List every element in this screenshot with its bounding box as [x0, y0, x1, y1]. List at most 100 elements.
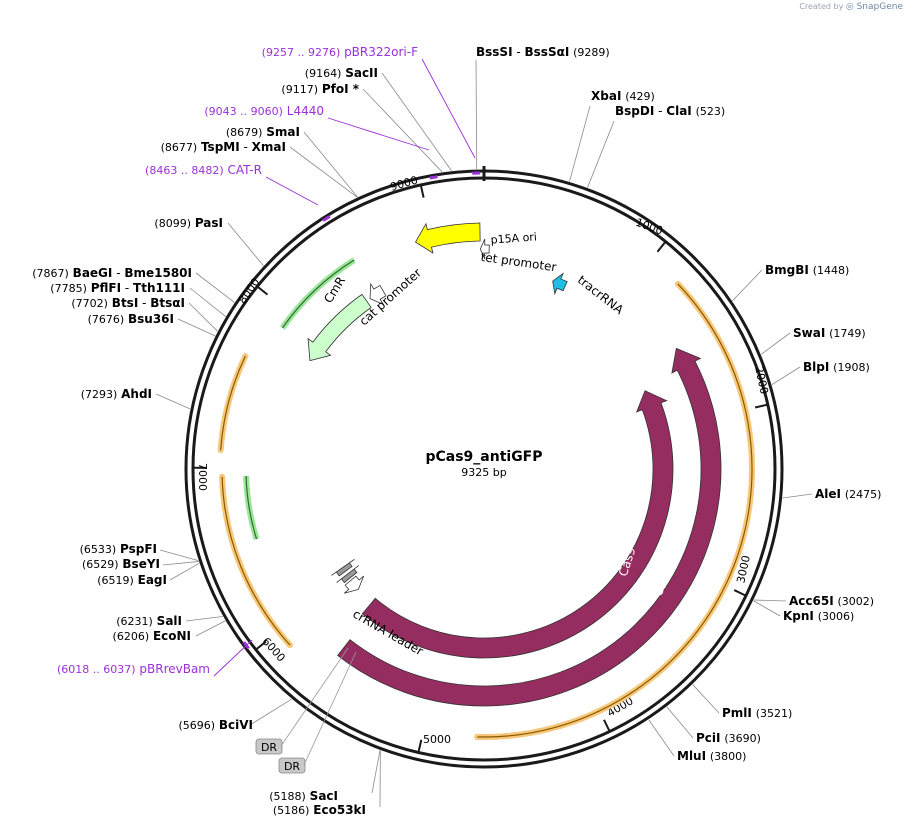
- enzyme-pos-mlui: (3800): [710, 750, 747, 763]
- enzyme-name-bcivi: BciVI: [219, 718, 253, 732]
- leader-sali: [185, 616, 223, 622]
- enzyme-name-pasi: PasI: [195, 216, 223, 230]
- enzyme-label-acc65i: Acc65I (3002): [789, 594, 874, 608]
- enzyme-pos-bmgbi: (1448): [813, 264, 850, 277]
- enzyme-pos-xbai: (429): [625, 90, 655, 103]
- features-layer: [217, 171, 755, 740]
- dr-rect-2: [331, 559, 355, 577]
- enzyme-pos-pasi: (8099): [154, 217, 191, 230]
- primer-label-pbrrevbam: (6018 .. 6037) pBRrevBam: [57, 662, 210, 676]
- enzyme-name-bspdi: BspDI: [615, 104, 654, 118]
- orange-arc-left-upper: [217, 353, 249, 454]
- tick-label-5000: 5000: [423, 733, 451, 746]
- leader-bseyi: [162, 561, 199, 566]
- leader-pfoi: [362, 88, 443, 173]
- enzyme-name-btsi: BtsI: [112, 296, 139, 310]
- primer-name-pbrrevbam: pBRrevBam: [139, 662, 210, 676]
- credit-prefix: Created by: [799, 2, 844, 11]
- enzyme-label-kpni: KpnI (3006): [783, 609, 854, 623]
- enzyme-pos-acc65i: (3002): [838, 595, 875, 608]
- enzyme-name-pmli: PmlI: [722, 706, 752, 720]
- primer-range-pbrrevbam: (6018 .. 6037): [57, 663, 136, 676]
- enzyme-name-bsu36i: Bsu36I: [128, 312, 174, 326]
- enzyme-label-bsu36i: (7676) Bsu36I: [88, 312, 174, 326]
- tick-label-8000: 8000: [236, 276, 263, 306]
- enzyme-name-pcii: PciI: [696, 731, 721, 745]
- enzyme-labels: BssSI - BssSαI (9289)XbaI (429)BspDI - C…: [32, 45, 881, 817]
- orange-arc-right-stroke: [477, 283, 753, 738]
- enzyme-pos-tspmi: (8677): [161, 141, 198, 154]
- leader-bspdi: [587, 120, 615, 188]
- orange-arc-left-lower: [219, 473, 293, 649]
- enzyme-name2-bsssi: BssSαI: [525, 45, 570, 59]
- enzyme-label-pspfi: (6533) PspFI: [80, 542, 157, 556]
- enzyme-name2-pflfi: Tth111I: [133, 281, 185, 295]
- enzyme-label-mlui: MluI (3800): [677, 749, 746, 763]
- enzyme-pos-blpi: (1908): [833, 361, 870, 374]
- enzyme-name-ahdi: AhdI: [121, 387, 152, 401]
- enzyme-label-bspdi: BspDI - ClaI (523): [615, 104, 725, 118]
- green-arc-upper-stroke: [281, 259, 355, 329]
- cat-promoter-label: cat promoter: [357, 266, 424, 329]
- green-arc-lower-stroke: [245, 475, 258, 540]
- enzyme-name-mlui: MluI: [677, 749, 706, 763]
- crrna-leader-arrow: [343, 575, 365, 594]
- enzyme-pos-pflfi: (7785): [50, 282, 87, 295]
- leader-smai: [303, 131, 358, 198]
- enzyme-name2-baegi: Bme1580I: [124, 266, 192, 280]
- primer-leader-cat-r: [265, 176, 319, 206]
- enzyme-label-btsi: (7702) BtsI - BtsαI: [71, 296, 185, 310]
- primer-mark-cat-r: [322, 215, 331, 222]
- leader-saci: [371, 750, 381, 794]
- primer-range-pbr322ori-f: (9257 .. 9276): [262, 46, 341, 59]
- p15a-ori-arrow: [414, 222, 481, 254]
- enzyme-pos-sacii: (9164): [305, 67, 342, 80]
- enzyme-pos-eco53ki: (5186): [273, 804, 310, 817]
- enzyme-label-tspmi: (8677) TspMI - XmaI: [161, 140, 286, 154]
- cat-promoter-arrow: [369, 282, 387, 306]
- dr-label-1: DR: [261, 741, 277, 754]
- leader-mlui: [648, 719, 675, 757]
- tet-promoter-label: tet promoter: [480, 250, 558, 274]
- enzyme-name-xbai: XbaI: [591, 89, 621, 103]
- enzyme-name-pfoi: PfoI *: [322, 82, 360, 96]
- enzyme-name2-bspdi: ClaI: [666, 104, 691, 118]
- primer-name-l4440: L4440: [287, 104, 324, 118]
- enzyme-label-pflfi: (7785) PflFI - Tth111I: [50, 281, 185, 295]
- dr-leader-2: [303, 651, 357, 766]
- enzyme-pos-kpni: (3006): [818, 610, 855, 623]
- credit-brand: SnapGene: [856, 2, 903, 12]
- orange-arc-left-lower-stroke: [221, 476, 291, 646]
- primer-mark-l4440: [429, 175, 438, 180]
- leader-eagi: [169, 562, 200, 581]
- tick-label-2000: 2000: [752, 365, 771, 395]
- enzyme-label-pasi: (8099) PasI: [154, 216, 223, 230]
- enzyme-name-pflfi: PflFI: [91, 281, 121, 295]
- enzyme-name-baegi: BaeGI: [73, 266, 113, 280]
- enzyme-name-econi: EcoNI: [153, 629, 191, 643]
- tick-mark-2000: [754, 403, 769, 409]
- enzyme-name-alei: AleI: [815, 487, 841, 501]
- leader-acc65i: [753, 599, 787, 602]
- leader-pspfi: [159, 549, 199, 562]
- enzyme-pos-alei: (2475): [845, 488, 882, 501]
- leader-bmgbi: [732, 269, 763, 302]
- enzyme-name-kpni: KpnI: [783, 609, 814, 623]
- enzyme-name-sacii: SacII: [345, 66, 378, 80]
- tick-mark-6000: [255, 640, 267, 651]
- leader-ahdi: [155, 393, 191, 410]
- dr-box-1: [255, 738, 283, 755]
- enzyme-pos-bseyi: (6529): [82, 558, 119, 571]
- primer-range-l4440: (9043 .. 9060): [204, 105, 283, 118]
- enzyme-pos-bspdi: (523): [696, 105, 726, 118]
- leader-sacii: [381, 72, 452, 171]
- leader-bsu36i: [177, 318, 216, 337]
- orange-arc-left-upper-stroke: [220, 355, 246, 451]
- tick-mark-5000: [417, 739, 423, 753]
- cmr-arrow: [307, 293, 372, 362]
- cas9-outer-arrow: [337, 347, 722, 707]
- leader-pflfi: [189, 287, 226, 317]
- enzyme-label-swai: SwaI (1749): [793, 326, 866, 340]
- enzyme-pos-pmli: (3521): [756, 707, 793, 720]
- enzyme-pos-swai: (1749): [829, 327, 866, 340]
